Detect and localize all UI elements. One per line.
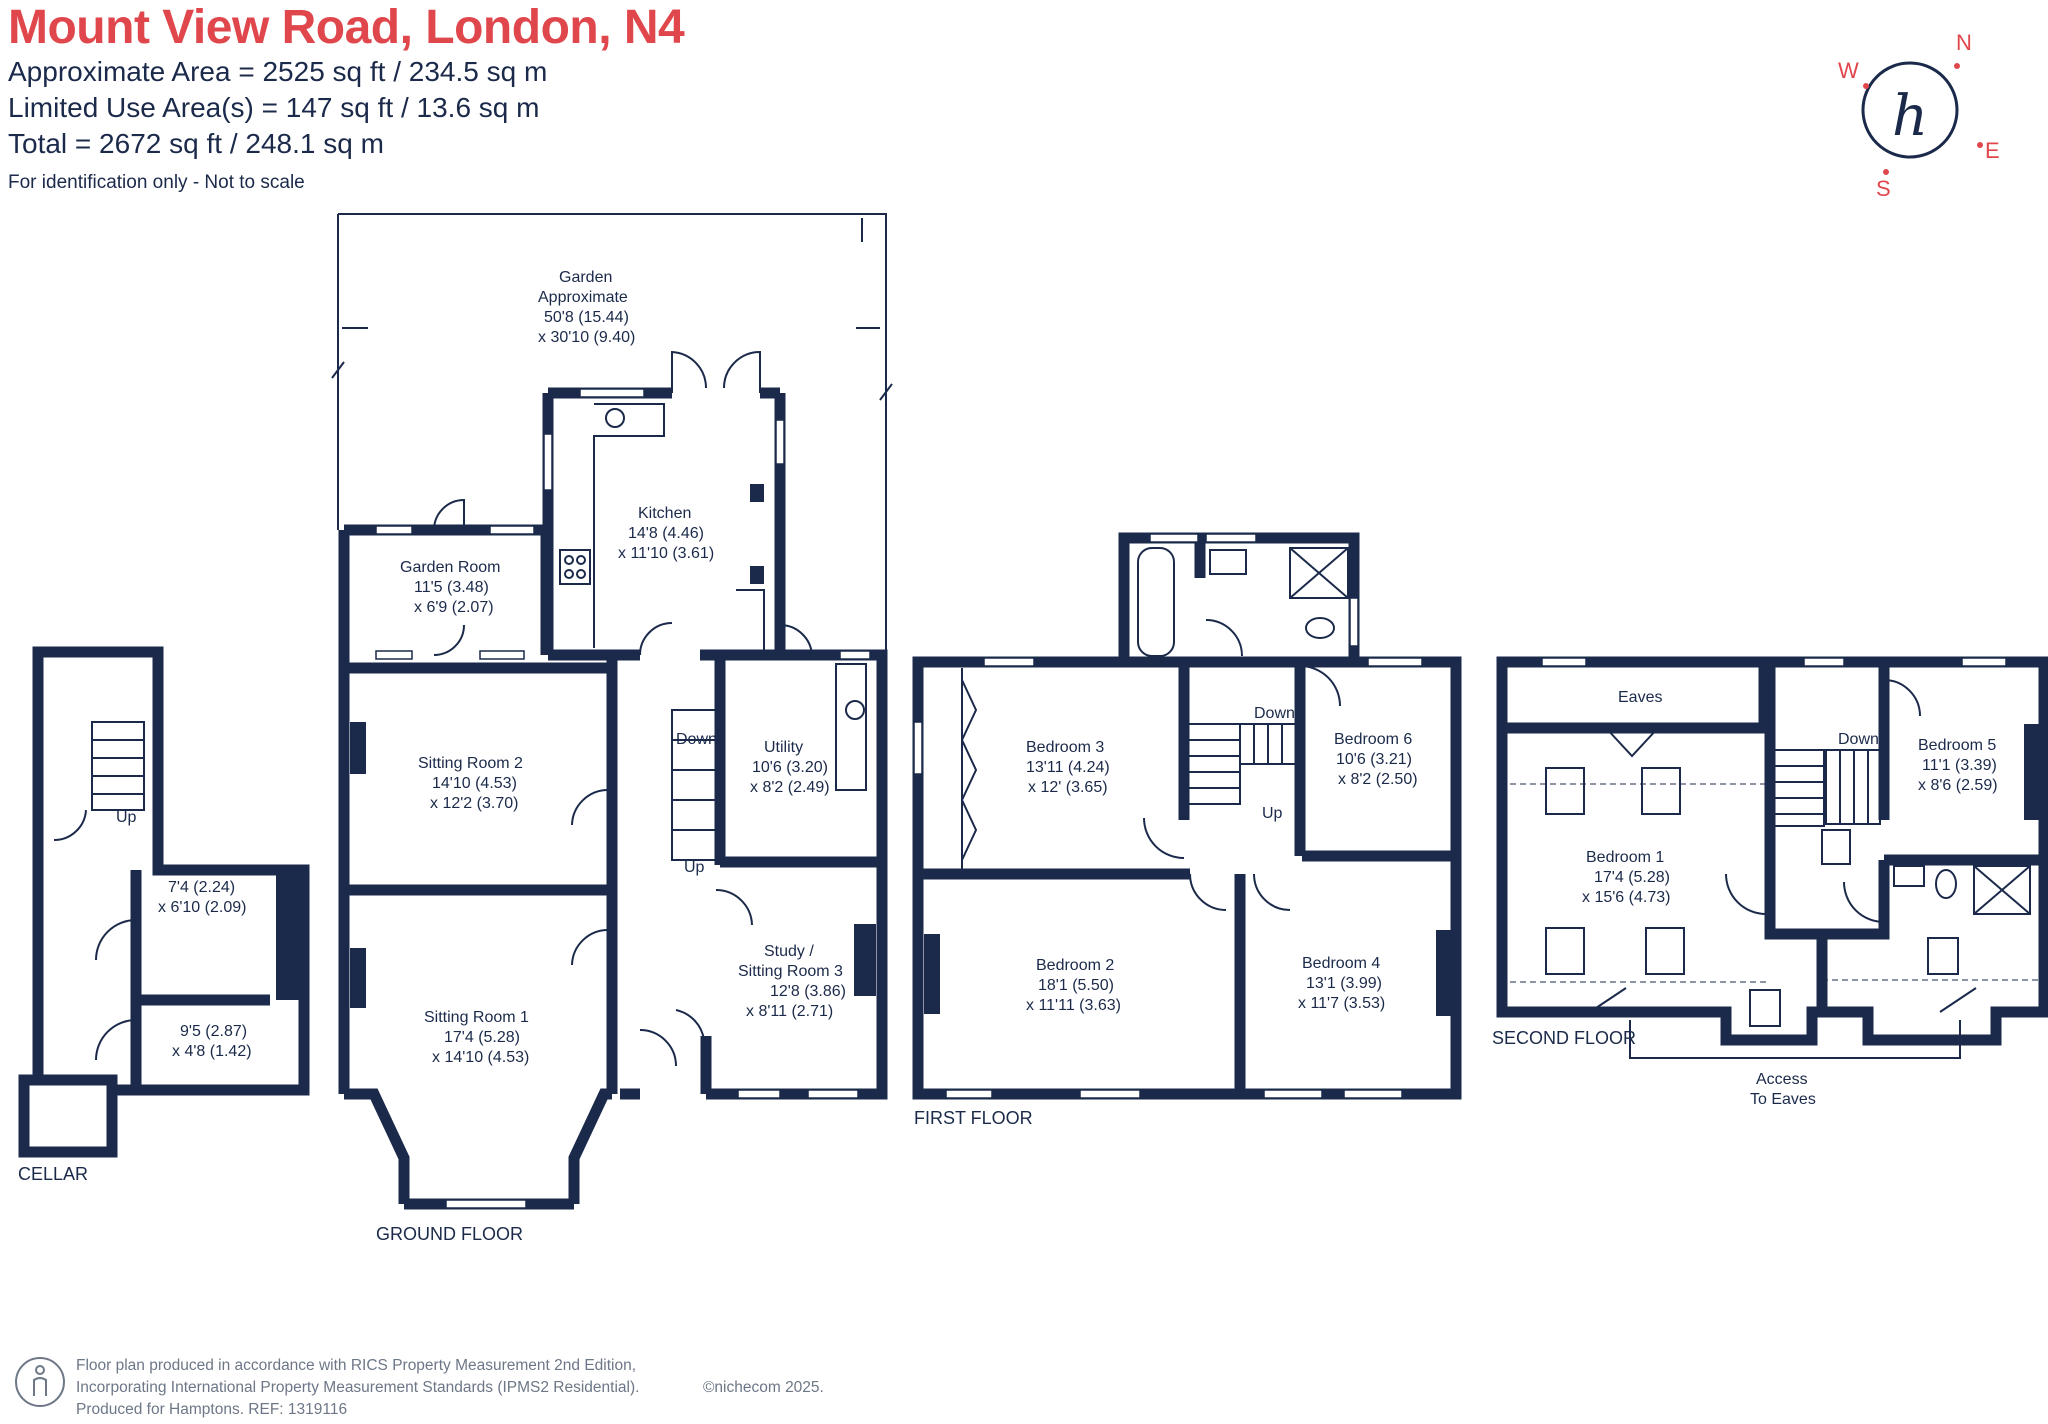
garden-room-label: Garden Room [400, 559, 501, 576]
compass-logo: h N E S W [1838, 30, 2000, 201]
garden-size: 50'8 (15.44) [544, 309, 629, 326]
garden-room-size: 11'5 (3.48) [414, 579, 489, 596]
sf-stairs-down: Down [1838, 731, 1879, 748]
garden-room-dim: x 6'9 (2.07) [414, 599, 494, 616]
bedroom-4-size: 13'1 (3.99) [1306, 975, 1382, 992]
bedroom-1-dim: x 15'6 (4.73) [1582, 889, 1670, 906]
second-floor-plan: Down Eaves Bedroom 1 17'4 (5.28) x 15'6 … [1492, 656, 2048, 1108]
cellar-room-a-dim: x 6'10 (2.09) [158, 899, 246, 916]
sitting-room-2-label: Sitting Room 2 [418, 755, 523, 772]
eaves-label: Eaves [1618, 689, 1662, 706]
study-dim: x 8'11 (2.71) [746, 1003, 833, 1020]
footer-line-2: Incorporating International Property Mea… [76, 1379, 640, 1396]
ff-stairs-down: Down [1254, 705, 1295, 722]
logo-letter: h [1892, 84, 1928, 149]
bedroom-4-dim: x 11'7 (3.53) [1298, 995, 1385, 1012]
cellar-plan: Up 7'4 (2.24) x 6'10 (2.09) 9'5 (2.87) x… [18, 646, 310, 1184]
utility-dim: x 8'2 (2.49) [750, 779, 830, 796]
kitchen-dim: x 11'10 (3.61) [618, 545, 714, 562]
garden-approx: Approximate [538, 289, 628, 306]
utility-size: 10'6 (3.20) [752, 759, 828, 776]
sitting-room-2-dim: x 12'2 (3.70) [430, 795, 518, 812]
cellar-up-label: Up [116, 809, 137, 826]
garden-label: Garden [559, 269, 612, 286]
approximate-area: Approximate Area = 2525 sq ft / 234.5 sq… [8, 56, 548, 87]
bedroom-5-dim: x 8'6 (2.59) [1918, 777, 1998, 794]
cellar-room-b-dim: x 4'8 (1.42) [172, 1043, 252, 1060]
cellar-floor-label: CELLAR [18, 1164, 88, 1184]
garden-dim: x 30'10 (9.40) [538, 329, 635, 346]
bedroom-2-dim: x 11'11 (3.63) [1026, 997, 1121, 1014]
sitting-room-1-size: 17'4 (5.28) [444, 1029, 520, 1046]
ff-stairs-up: Up [1262, 805, 1283, 822]
ground-floor-label: GROUND FLOOR [376, 1224, 523, 1244]
ipms-person-icon [15, 1357, 65, 1407]
bedroom-3-label: Bedroom 3 [1026, 739, 1104, 756]
footer-line-1: Floor plan produced in accordance with R… [76, 1357, 637, 1374]
compass-east: E [1985, 138, 2000, 163]
compass-west: W [1838, 58, 1859, 83]
first-floor-plan: Down Up Bedroom 3 13'11 (4.24) x 12' (3.… [912, 532, 1462, 1128]
bedroom-4-label: Bedroom 4 [1302, 955, 1380, 972]
compass-south: S [1876, 176, 1891, 201]
cellar-room-a-size: 7'4 (2.24) [168, 879, 235, 896]
second-floor-label: SECOND FLOOR [1492, 1028, 1636, 1048]
limited-use-area: Limited Use Area(s) = 147 sq ft / 13.6 s… [8, 92, 540, 123]
ground-floor-plan: Garden Approximate 50'8 (15.44) x 30'10 … [331, 213, 893, 1244]
study-size: 12'8 (3.86) [770, 983, 846, 1000]
access-eaves-label: Access [1756, 1071, 1808, 1088]
total-area: Total = 2672 sq ft / 248.1 sq m [8, 128, 384, 159]
footer-line-3: Produced for Hamptons. REF: 1319116 [76, 1401, 348, 1418]
kitchen-size: 14'8 (4.46) [628, 525, 704, 542]
bedroom-5-label: Bedroom 5 [1918, 737, 1996, 754]
bedroom-6-size: 10'6 (3.21) [1336, 751, 1412, 768]
study-label: Study / [764, 943, 814, 960]
access-eaves-label-2: To Eaves [1750, 1091, 1816, 1108]
sitting-room-1-dim: x 14'10 (4.53) [432, 1049, 529, 1066]
sitting-room-1-label: Sitting Room 1 [424, 1009, 529, 1026]
bedroom-3-size: 13'11 (4.24) [1026, 759, 1110, 776]
compass-north: N [1956, 30, 1972, 55]
gf-stairs-up: Up [684, 859, 705, 876]
kitchen-label: Kitchen [638, 505, 691, 522]
sitting-room-2-size: 14'10 (4.53) [432, 775, 517, 792]
bedroom-1-size: 17'4 (5.28) [1594, 869, 1670, 886]
bedroom-1-label: Bedroom 1 [1586, 849, 1664, 866]
disclaimer-note: For identification only - Not to scale [8, 172, 305, 193]
bedroom-6-label: Bedroom 6 [1334, 731, 1412, 748]
bedroom-2-size: 18'1 (5.50) [1038, 977, 1114, 994]
page-title: Mount View Road, London, N4 [8, 1, 685, 54]
copyright: ©nichecom 2025. [703, 1379, 824, 1396]
study-label-2: Sitting Room 3 [738, 963, 843, 980]
first-floor-label: FIRST FLOOR [914, 1108, 1033, 1128]
bedroom-2-label: Bedroom 2 [1036, 957, 1114, 974]
bedroom-6-dim: x 8'2 (2.50) [1338, 771, 1418, 788]
cellar-room-b-size: 9'5 (2.87) [180, 1023, 247, 1040]
gf-stairs-down: Down [676, 731, 717, 748]
bedroom-5-size: 11'1 (3.39) [1922, 757, 1997, 774]
bedroom-3-dim: x 12' (3.65) [1028, 779, 1108, 796]
utility-label: Utility [764, 739, 803, 756]
